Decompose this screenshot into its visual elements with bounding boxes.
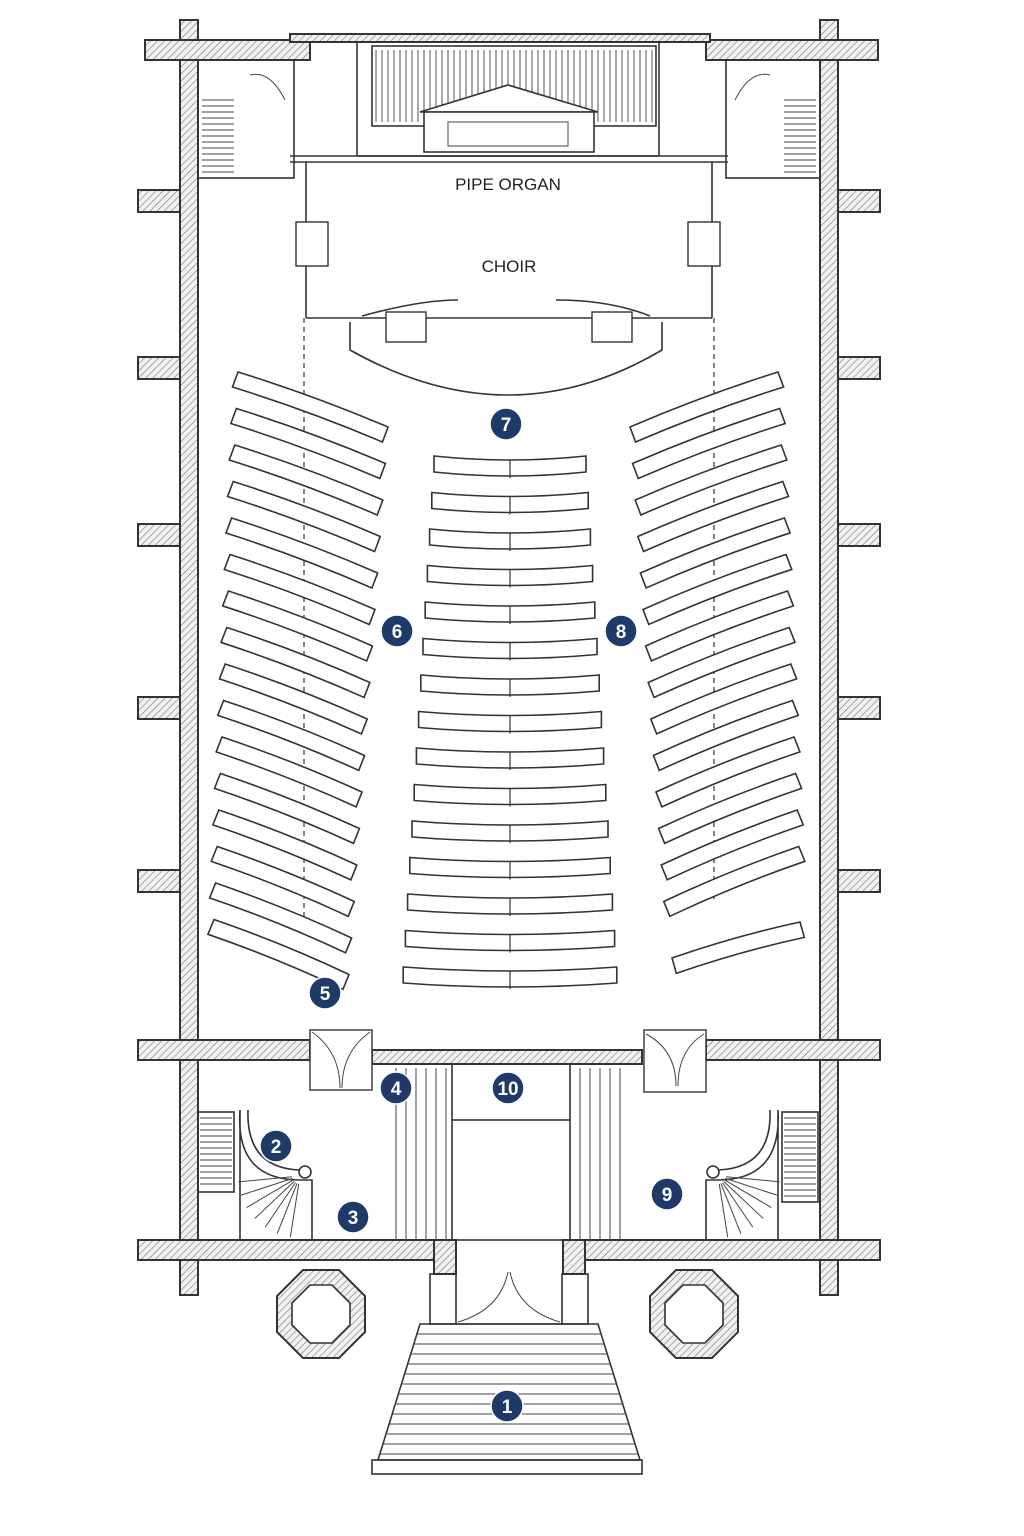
marker-3[interactable]: 3	[336, 1200, 370, 1234]
spiral-stair-right	[705, 1109, 819, 1241]
pipe-organ-label: PIPE ORGAN	[455, 175, 561, 194]
pew	[662, 845, 806, 918]
pews-left-section	[206, 371, 390, 991]
pew	[628, 371, 785, 444]
pew	[647, 626, 797, 699]
spiral-stair-left	[197, 1109, 313, 1241]
pew	[221, 590, 374, 663]
marker-4[interactable]: 4	[379, 1071, 413, 1105]
pew	[631, 407, 787, 480]
marker-5[interactable]: 5	[308, 976, 342, 1010]
marker-10[interactable]: 10	[491, 1071, 525, 1105]
pew	[649, 663, 798, 735]
marker-1[interactable]: 1	[490, 1389, 524, 1423]
pew	[223, 553, 377, 626]
svg-text:6: 6	[392, 622, 403, 643]
main-entrance-door[interactable]	[429, 1271, 589, 1325]
pews-center-section	[402, 455, 618, 989]
svg-text:3: 3	[348, 1208, 359, 1229]
pew	[636, 480, 790, 553]
pew	[644, 590, 795, 662]
pew	[652, 699, 800, 772]
pew	[657, 772, 803, 845]
marker-2[interactable]: 2	[259, 1129, 293, 1163]
svg-text:10: 10	[497, 1079, 518, 1100]
pew	[215, 736, 364, 808]
pews-right-section	[628, 371, 806, 975]
octagon-tower-right	[649, 1269, 739, 1359]
marker-8[interactable]: 8	[604, 614, 638, 648]
pew	[671, 921, 806, 975]
pew	[226, 480, 382, 553]
pew	[208, 881, 353, 954]
pipe-organ	[290, 41, 728, 163]
pew	[224, 517, 379, 590]
marker-6[interactable]: 6	[380, 614, 414, 648]
choir-label: CHOIR	[482, 257, 537, 276]
pew	[231, 371, 390, 444]
stair-room-top-right	[725, 59, 821, 179]
pew	[216, 699, 366, 772]
pew	[210, 845, 356, 918]
svg-text:8: 8	[616, 622, 627, 643]
door-right[interactable]	[643, 1029, 707, 1093]
octagon-tower-left	[276, 1269, 366, 1359]
narthex	[395, 1065, 621, 1241]
marker-7[interactable]: 7	[489, 407, 523, 441]
pew	[660, 808, 805, 881]
pew	[211, 808, 358, 881]
svg-text:4: 4	[391, 1079, 402, 1100]
pew	[229, 407, 387, 480]
stair-room-top-left	[197, 59, 295, 179]
pew	[218, 663, 369, 735]
pew	[206, 918, 351, 991]
svg-text:5: 5	[320, 984, 331, 1005]
pew	[220, 626, 371, 699]
pew	[654, 735, 801, 808]
choir-platform	[295, 162, 721, 930]
pew	[634, 444, 788, 517]
marker-9[interactable]: 9	[650, 1177, 684, 1211]
pew	[228, 444, 384, 517]
door-left[interactable]	[309, 1029, 373, 1091]
svg-text:1: 1	[502, 1397, 513, 1418]
svg-text:2: 2	[271, 1137, 282, 1158]
pew	[641, 553, 793, 626]
svg-text:7: 7	[501, 415, 512, 436]
pew	[213, 772, 361, 845]
pew	[639, 517, 792, 590]
svg-text:9: 9	[662, 1185, 673, 1206]
exterior-walls	[137, 19, 881, 1296]
